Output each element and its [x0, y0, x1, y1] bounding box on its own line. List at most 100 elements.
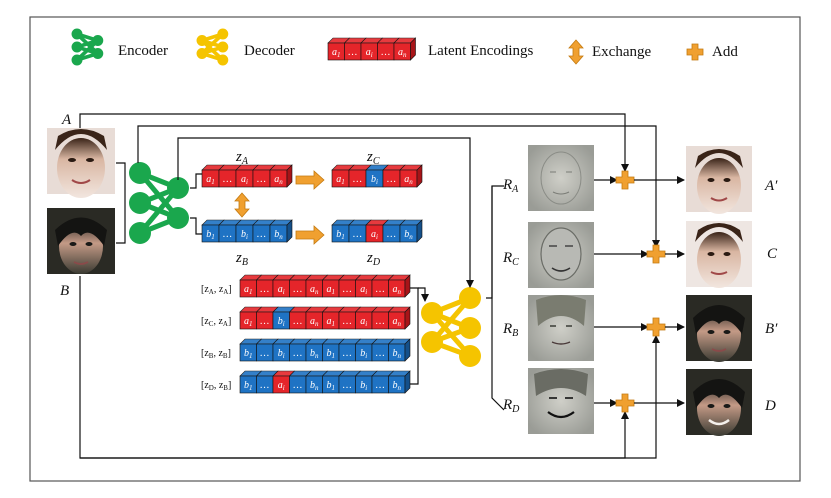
- zB-cell-label: …: [257, 229, 266, 240]
- pairs-bracket: [410, 287, 419, 385]
- add-icon-C: [646, 244, 666, 264]
- zA-cell-label: …: [223, 174, 232, 185]
- outer-frame: [29, 16, 801, 482]
- legend-latent-label: Latent Encodings: [428, 43, 534, 59]
- pair-row-2-side: [404, 306, 411, 330]
- decoder-node: [459, 287, 481, 309]
- pair-row-3-cell-label: …: [293, 348, 302, 359]
- pair-row-4-cell-label: …: [343, 380, 352, 391]
- pair-row-4-cell-label: b1: [244, 380, 253, 392]
- decoder-legend-icon: [196, 28, 229, 66]
- pair-row-1-cell-label: …: [293, 284, 302, 295]
- pair-row-2-cell-label: …: [343, 316, 352, 327]
- legend-encoder-label: Encoder: [118, 43, 168, 59]
- output-face-Aprime: [686, 146, 752, 214]
- zD-cell-label: …: [387, 229, 396, 240]
- label-RD: RD: [502, 397, 520, 415]
- pairs-to-decoder-arrow: [418, 287, 429, 302]
- zB-side: [286, 219, 293, 243]
- zD-side: [416, 219, 423, 243]
- exchange-arrow: [234, 192, 250, 218]
- pair-row-1-cell-label: a1: [327, 284, 336, 296]
- pair-row-2-cell-label: …: [376, 316, 385, 327]
- pair-row-1-cell-label: …: [260, 284, 269, 295]
- label-D: D: [764, 398, 776, 414]
- legend-encoder-node: [71, 28, 83, 40]
- exchange-arrow-icon: [568, 39, 584, 65]
- encoder-to-zB-line: [190, 217, 204, 235]
- pair-row-3-cell-label: bi: [278, 348, 285, 360]
- label-A: A: [61, 112, 72, 128]
- zA-cell-label: ai: [241, 174, 248, 186]
- input-bracket: [116, 162, 126, 244]
- legend-decoder-node: [196, 35, 208, 46]
- face-image-B: [47, 208, 115, 274]
- pair-row-1-cell-label: ai: [360, 284, 367, 296]
- pair-row-2-cell-label: a1: [244, 316, 253, 328]
- pair-row-3-cell-label: b1: [327, 348, 336, 360]
- legend-encoder-node: [92, 35, 104, 46]
- transform-arrow-zB-zD: [295, 225, 325, 245]
- pair-row-3-cell-label: bi: [360, 348, 367, 360]
- residual-image-RB: [528, 295, 594, 361]
- legend-decoder-node: [217, 54, 229, 66]
- add-icon-A: [615, 170, 635, 190]
- pair-row-4-cell-label: ai: [278, 380, 285, 392]
- pair-row-2-cell-label: …: [260, 316, 269, 327]
- zA-cell-label: …: [257, 174, 266, 185]
- zC-cell-label: bi: [371, 174, 378, 186]
- zB-cell-label: b1: [206, 229, 215, 241]
- zB-cell-label: bi: [241, 229, 248, 241]
- label-Aprime: A′: [764, 178, 778, 194]
- residual-image-RA: [528, 145, 594, 211]
- add-icon-Bprime: [646, 317, 666, 337]
- decoder-node: [459, 317, 481, 339]
- latent-vectors: a1 … ai … an a1 … bi … an b1 … bi … bn b1 … ai … bn a1 … ai … an…: [201, 164, 423, 394]
- pair-row-4-cell-label: bn: [310, 380, 319, 392]
- pair-row-4-side: [404, 370, 411, 394]
- pair-label-2: [zC, zA]: [201, 316, 231, 328]
- legend-latent-side: [410, 37, 416, 61]
- label-Bprime: B′: [765, 321, 778, 337]
- pair-row-3-cell-label: …: [343, 348, 352, 359]
- label-zA: zA: [235, 149, 249, 167]
- pair-row-3-cell-label: …: [260, 348, 269, 359]
- pair-row-4-cell-label: b1: [327, 380, 336, 392]
- zA-cell-label: an: [274, 174, 283, 186]
- legend-decoder-node: [217, 41, 229, 53]
- pair-row-4-cell-label: bi: [360, 380, 367, 392]
- pair-row-4-cell-label: …: [293, 380, 302, 391]
- output-face-D: [686, 369, 752, 436]
- zC-cell-label: an: [404, 174, 413, 186]
- zD-cell-label: ai: [371, 229, 378, 241]
- zC-cell-label: a1: [336, 174, 345, 186]
- encoder-node: [129, 192, 151, 214]
- legend-encoder-node: [71, 54, 83, 66]
- pair-row-2-cell-label: ai: [360, 316, 367, 328]
- latent-to-decoder-line: [177, 137, 474, 288]
- add-icon-D: [615, 393, 635, 413]
- encoder-network: [129, 162, 189, 244]
- skip-B-to-add-Bprime: [80, 335, 660, 459]
- pair-row-3-cell-label: bn: [393, 348, 402, 360]
- legend-exchange-label: Exchange: [592, 44, 651, 60]
- decoder-to-RD-line: [491, 186, 505, 411]
- pair-row-3-cell-label: b1: [244, 348, 253, 360]
- encoder-legend-icon: [71, 28, 104, 66]
- label-zD: zD: [366, 250, 381, 268]
- pair-row-4-cell-label: …: [376, 380, 385, 391]
- encoder-node: [129, 222, 151, 244]
- legend-latent-cell-label: …: [381, 47, 390, 58]
- zD-cell-label: b1: [336, 229, 345, 241]
- pair-row-1-side: [404, 274, 411, 298]
- decoder-node: [421, 331, 443, 353]
- encoder-node: [167, 207, 189, 229]
- pair-row-1-cell-label: an: [310, 284, 319, 296]
- zD-cell-label: …: [353, 229, 362, 240]
- zA-side: [286, 164, 293, 188]
- pair-label-4: [zD, zB]: [201, 380, 231, 392]
- legend-encoder-node: [92, 48, 104, 59]
- pair-row-1-cell-label: a1: [244, 284, 253, 296]
